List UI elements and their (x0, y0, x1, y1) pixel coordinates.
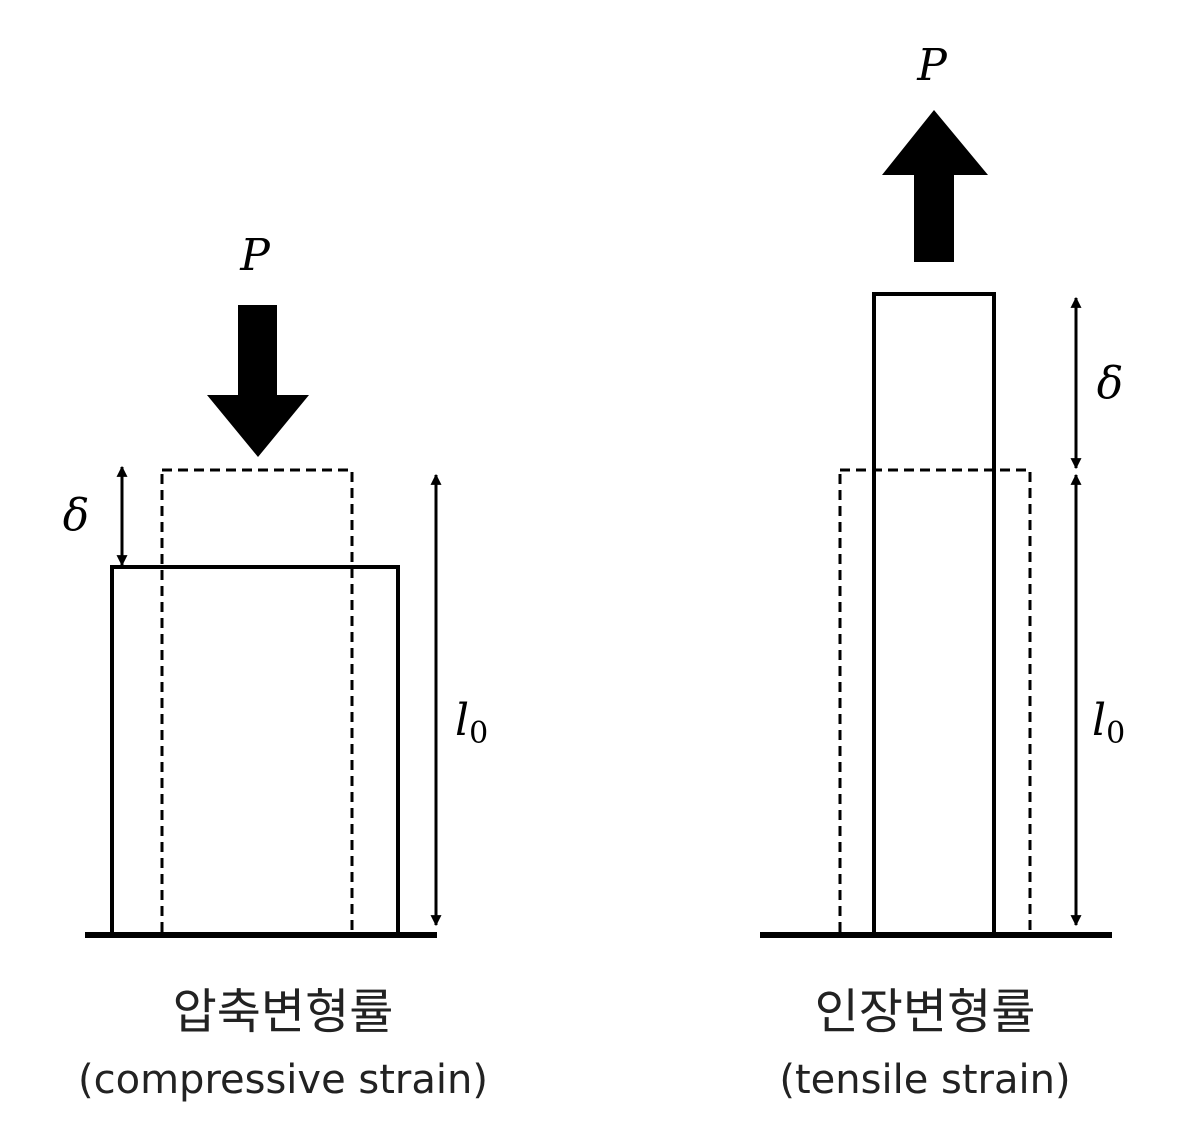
length-label: l0 (455, 695, 488, 751)
tensile-panel: P δ l0 인장변형률 (tensile strain) (760, 40, 1125, 1103)
caption-english: (tensile strain) (779, 1057, 1070, 1103)
caption-english: (compressive strain) (78, 1057, 488, 1103)
original-specimen-outline (838, 468, 1032, 937)
force-label: P (916, 40, 948, 91)
caption-korean: 압축변형률 (173, 984, 394, 1040)
compressed-specimen (110, 565, 400, 937)
original-specimen-outline (160, 468, 354, 937)
up-force-arrow-icon (882, 110, 988, 262)
down-force-arrow-icon (207, 305, 309, 457)
delta-label: δ (1097, 358, 1124, 409)
caption-korean: 인장변형률 (815, 984, 1036, 1040)
length-label: l0 (1092, 695, 1125, 751)
delta-label: δ (63, 490, 90, 541)
elongated-specimen (872, 292, 996, 937)
force-label: P (239, 230, 271, 281)
compressive-panel: P δ l0 압축변형률 (compressive strain) (63, 230, 488, 1103)
